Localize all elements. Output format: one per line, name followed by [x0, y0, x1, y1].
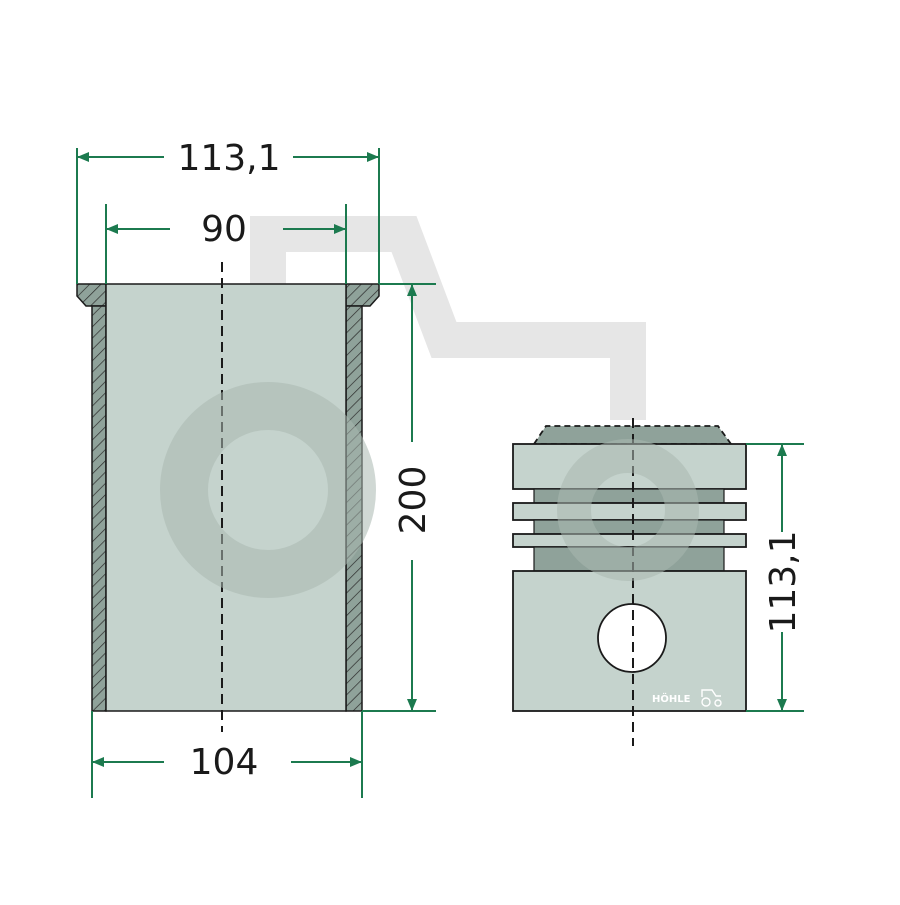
label-bottom-diameter: 104	[190, 742, 259, 783]
label-liner-height: 200	[393, 466, 434, 535]
label-outer-diameter: 113,1	[177, 138, 280, 179]
liner-flange-right	[345, 283, 380, 307]
liner-bore	[105, 283, 347, 712]
tractor-icon	[701, 689, 722, 707]
label-inner-diameter: 90	[201, 209, 247, 250]
label-piston-height: 113,1	[763, 530, 804, 633]
brand-logo-text: HÖHLE	[652, 691, 691, 705]
dimensions	[76, 148, 804, 798]
dimension-labels: 113,1 90 104 200 113,1	[177, 138, 804, 783]
watermark-logo	[160, 382, 699, 598]
brand-logo: HÖHLE	[652, 689, 722, 707]
piston-ring-1	[512, 502, 747, 521]
liner-wall-left	[91, 305, 107, 712]
liner-flange-left	[76, 283, 107, 307]
piston-ring-2	[512, 533, 747, 548]
